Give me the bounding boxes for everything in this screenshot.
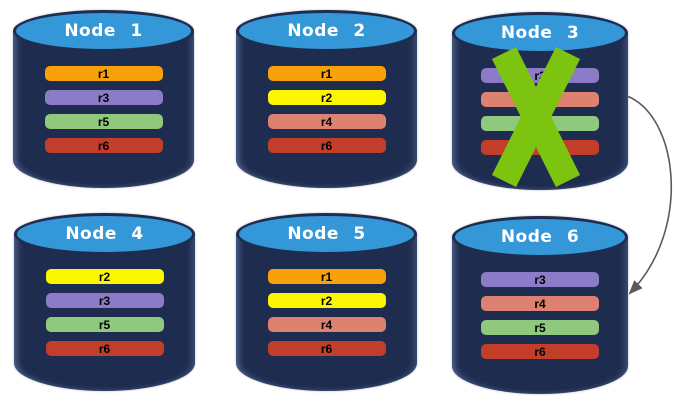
- node-6-row-r4: r4: [481, 296, 599, 311]
- row-label: r5: [534, 320, 546, 335]
- node-5-body: [236, 234, 417, 391]
- node-5-top-ellipse: Node 5: [236, 213, 417, 255]
- row-label: r6: [320, 341, 333, 356]
- node-2-top-ellipse: Node 2: [236, 10, 417, 52]
- node-3-body: [452, 33, 628, 190]
- row-label: r5: [98, 317, 111, 332]
- row-label: r3: [98, 293, 111, 308]
- row-label: r6: [97, 138, 110, 153]
- node-6-title: Node 6: [500, 226, 580, 247]
- node-4-top-ellipse: Node 4: [14, 213, 195, 255]
- node-2-title: Node 2: [287, 20, 366, 41]
- node-1-body: [13, 31, 194, 188]
- node-3-row-r3: r3: [481, 68, 599, 83]
- row-label: r2: [320, 293, 333, 308]
- node-3-top-ellipse: Node 3: [452, 12, 628, 54]
- row-label: r6: [320, 138, 333, 153]
- node-2-row-r4: r4: [267, 114, 386, 129]
- node-5-title: Node 5: [287, 223, 366, 244]
- node-4-row-r6: r6: [45, 341, 164, 356]
- node-5-row-r1: r1: [267, 269, 386, 284]
- node-2-row-r1: r1: [267, 66, 386, 81]
- row-label: r3: [534, 68, 546, 83]
- node-5-row-r2: r2: [267, 293, 386, 308]
- node-6-row-r3: r3: [481, 272, 599, 287]
- node-1-top-ellipse: Node 1: [13, 10, 194, 52]
- row-label: r1: [320, 269, 333, 284]
- node-6-row-r6: r6: [481, 344, 599, 359]
- node-3-row-4: [481, 140, 599, 155]
- node-2-cylinder: Node 2 r1 r2 r4 r6: [236, 10, 417, 188]
- node-1-row-r1: r1: [44, 66, 163, 81]
- row-label: r3: [97, 90, 110, 105]
- node-2-body: [236, 31, 417, 188]
- failover-arrow-path: [626, 95, 673, 295]
- row-label: r6: [534, 344, 546, 359]
- node-3-row-3: [481, 116, 599, 131]
- node-4-cylinder: Node 4 r2 r3 r5 r6: [14, 213, 195, 391]
- node-1-row-r5: r5: [44, 114, 163, 129]
- node-3-title: Node 3: [500, 22, 580, 43]
- node-6-cylinder: Node 6 r3 r4 r5 r6: [452, 216, 628, 394]
- node-1-row-r3: r3: [44, 90, 163, 105]
- node-4-body: [14, 234, 195, 391]
- row-label: r2: [320, 90, 333, 105]
- row-label: r1: [97, 66, 110, 81]
- row-label: r1: [320, 66, 333, 81]
- row-label: r4: [320, 114, 333, 129]
- node-2-row-r2: r2: [267, 90, 386, 105]
- node-2-row-r6: r6: [267, 138, 386, 153]
- node-3-row-2: [481, 92, 599, 107]
- node-6-top-ellipse: Node 6: [452, 216, 628, 258]
- node-4-row-r5: r5: [45, 317, 164, 332]
- node-6-row-r5: r5: [481, 320, 599, 335]
- node-4-row-r3: r3: [45, 293, 164, 308]
- node-5-row-r4: r4: [267, 317, 386, 332]
- node-1-title: Node 1: [64, 20, 143, 41]
- node-4-title: Node 4: [65, 223, 144, 244]
- node-5-cylinder: Node 5 r1 r2 r4 r6: [236, 213, 417, 391]
- node-4-row-r2: r2: [45, 269, 164, 284]
- row-label: r3: [534, 272, 546, 287]
- row-label: r4: [534, 296, 546, 311]
- row-label: r6: [98, 341, 111, 356]
- node-1-row-r6: r6: [44, 138, 163, 153]
- row-label: r4: [320, 317, 333, 332]
- row-label: r5: [97, 114, 110, 129]
- node-1-cylinder: Node 1 r1 r3 r5 r6: [13, 10, 194, 188]
- row-label: r2: [98, 269, 111, 284]
- node-3-cylinder: Node 3 r3: [452, 12, 628, 190]
- node-6-body: [452, 237, 628, 394]
- node-5-row-r6: r6: [267, 341, 386, 356]
